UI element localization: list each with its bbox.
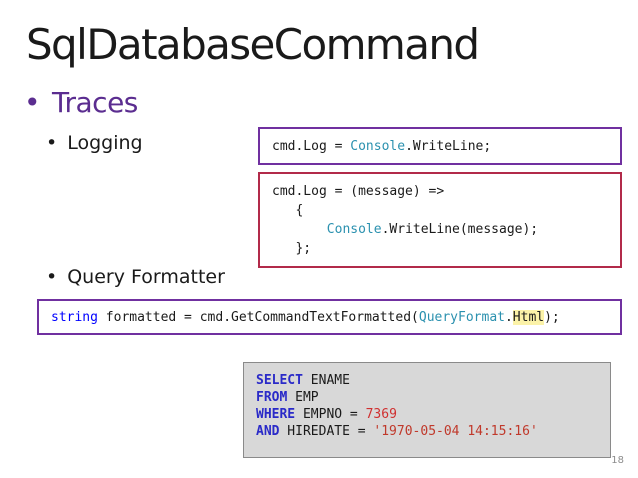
code-line: Console.WriteLine(message); bbox=[326, 222, 539, 237]
bullet-query-formatter: • Query Formatter bbox=[46, 266, 225, 288]
code-box-log-lambda: cmd.Log = (message) => { Console.WriteLi… bbox=[258, 172, 622, 268]
sql-line: SELECT ENAME bbox=[256, 373, 350, 388]
code-line: cmd.Log = Console.WriteLine; bbox=[272, 139, 492, 154]
code-line: string formatted = cmd.GetCommandTextFor… bbox=[51, 310, 560, 325]
bullet-dot-icon: • bbox=[46, 266, 58, 288]
bullet-logging: • Logging bbox=[46, 132, 143, 154]
code-line: }; bbox=[295, 241, 312, 256]
code-box-log-simple: cmd.Log = Console.WriteLine; bbox=[258, 127, 622, 165]
bullet-traces-label: Traces bbox=[52, 86, 138, 119]
code-line: { bbox=[295, 203, 304, 218]
bullet-logging-label: Logging bbox=[67, 132, 143, 154]
sql-line: FROM EMP bbox=[256, 390, 319, 405]
code-box-formatter: string formatted = cmd.GetCommandTextFor… bbox=[37, 299, 622, 335]
bullet-dot-icon: • bbox=[46, 132, 58, 154]
sql-line: AND HIREDATE = '1970-05-04 14:15:16' bbox=[256, 424, 538, 439]
sql-line: WHERE EMPNO = 7369 bbox=[256, 407, 397, 422]
code-line: cmd.Log = (message) => bbox=[272, 184, 445, 199]
bullet-traces: • Traces bbox=[24, 86, 138, 119]
slide-title: SqlDatabaseCommand bbox=[26, 20, 480, 69]
bullet-query-formatter-label: Query Formatter bbox=[67, 266, 225, 288]
page-number: 18 bbox=[611, 455, 624, 466]
sql-output-box: SELECT ENAME FROM EMP WHERE EMPNO = 7369… bbox=[243, 362, 611, 458]
bullet-dot-icon: • bbox=[24, 86, 41, 119]
